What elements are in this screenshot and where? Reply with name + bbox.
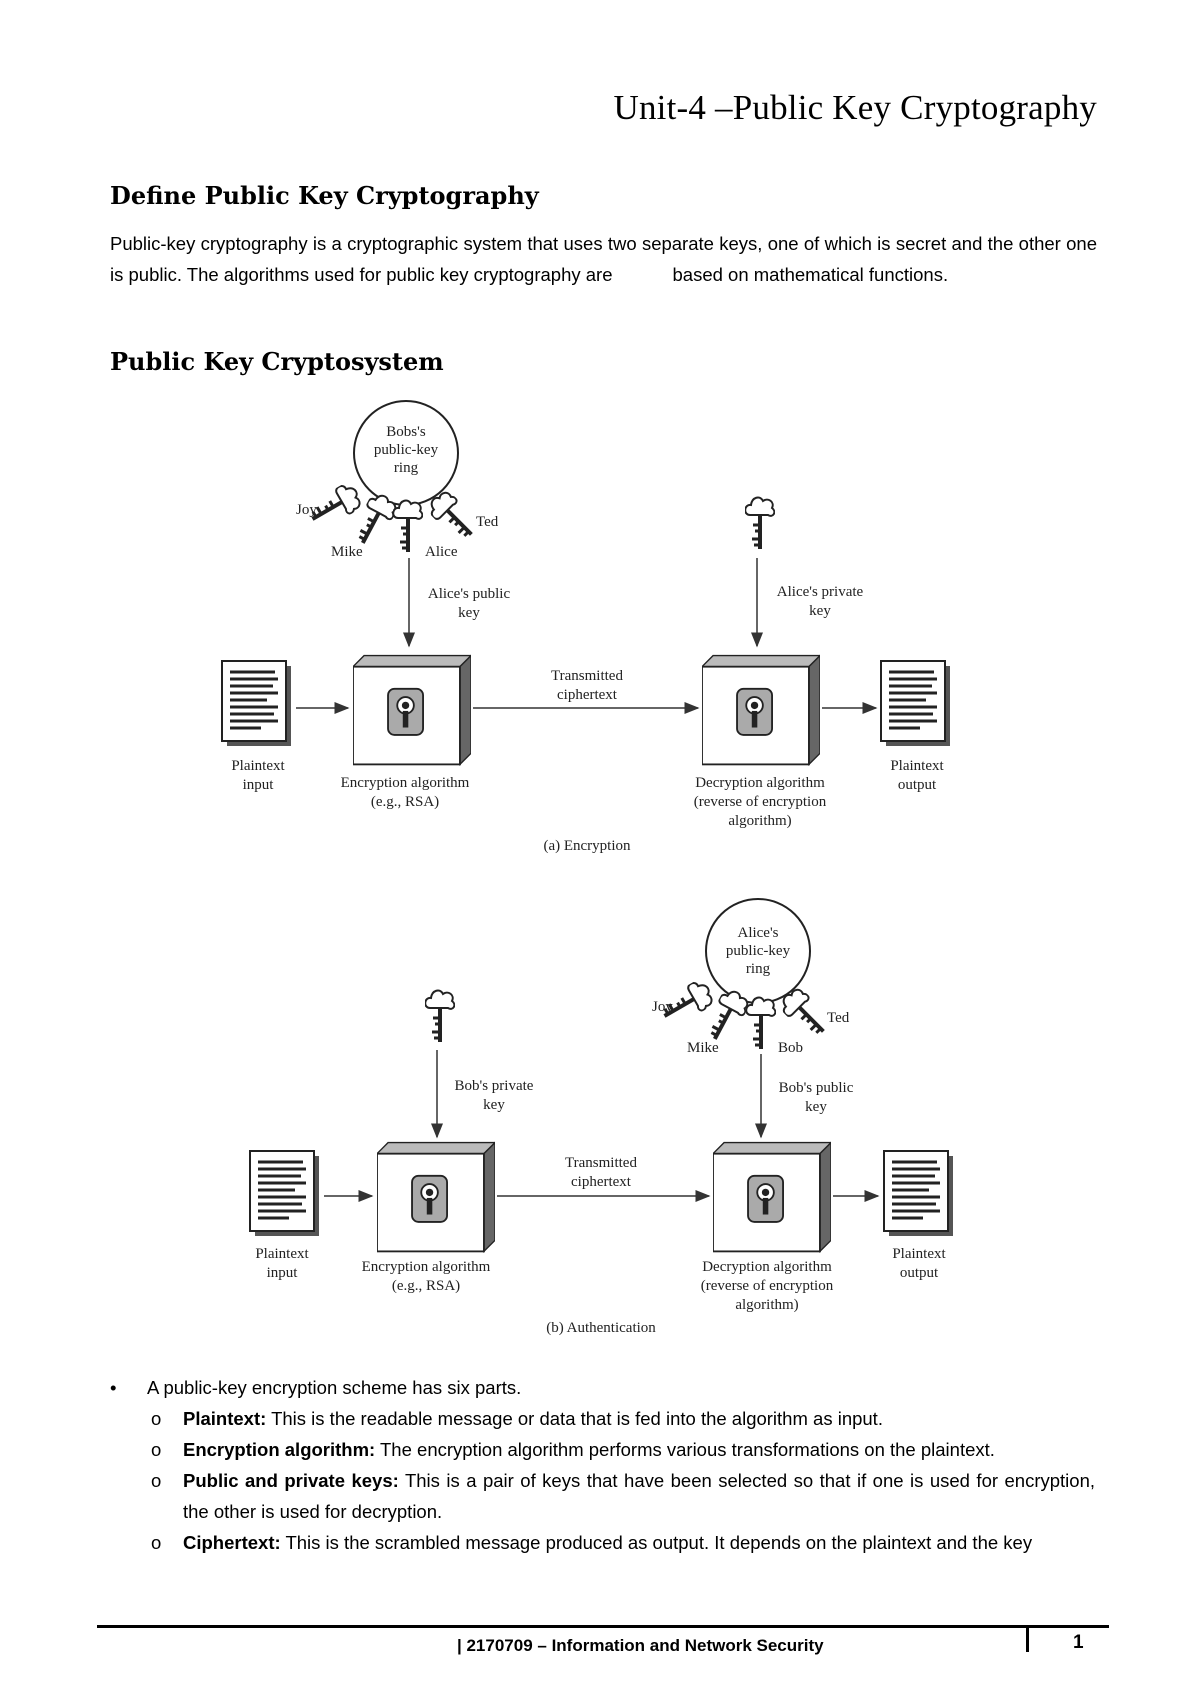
decryption-label-b-1: Decryption algorithm	[702, 1259, 832, 1275]
ring-label-b-2: public-key	[726, 943, 791, 959]
public-key-label-a-1: Alice's public	[428, 586, 511, 602]
scheme-parts-list: • A public-key encryption scheme has six…	[110, 1372, 1095, 1558]
decryption-label-b-3: algorithm)	[735, 1297, 798, 1313]
transmitted-label-b-1: Transmitted	[565, 1155, 637, 1171]
private-key-label-a-1: Alice's private	[777, 584, 864, 600]
page-number: 1	[1073, 1632, 1084, 1653]
private-key-label-b-1: Bob's private	[455, 1078, 534, 1094]
plaintext-input-label-b-1: Plaintext	[255, 1246, 309, 1262]
decryption-box-icon-a	[702, 654, 820, 766]
ring-label-a-1: Bobs's	[386, 424, 426, 440]
caption-b: (b) Authentication	[546, 1320, 656, 1336]
bob-private-key-icon	[425, 988, 455, 1044]
sub-bullet-icon: o	[151, 1408, 162, 1429]
encryption-label-b-1: Encryption algorithm	[362, 1259, 491, 1275]
ring-label-b-1: Alice's	[737, 925, 778, 941]
public-key-label-b-1: Bob's public	[779, 1080, 854, 1096]
term-label: Public and private keys:	[183, 1470, 399, 1491]
footer-separator	[1026, 1628, 1029, 1652]
key-label-joy-b: Joy	[652, 999, 673, 1015]
key-label-mike-b: Mike	[687, 1040, 719, 1056]
bullet-dot-icon: •	[110, 1377, 117, 1398]
plaintext-output-doc-icon-a	[880, 660, 952, 748]
plaintext-output-doc-icon-b	[883, 1150, 955, 1238]
term-label: Plaintext:	[183, 1408, 267, 1429]
term-label: Encryption algorithm:	[183, 1439, 376, 1460]
alice-key-icon	[393, 498, 423, 554]
ring-label-a-2: public-key	[374, 442, 439, 458]
decryption-label-b-2: (reverse of encryption	[701, 1278, 834, 1294]
list-item: o Public and private keys: This is a pai…	[110, 1465, 1095, 1527]
encryption-box-icon-a	[353, 654, 471, 766]
encryption-label-a-2: (e.g., RSA)	[371, 794, 439, 810]
term-description: The encryption algorithm performs variou…	[375, 1439, 995, 1460]
bob-key-icon	[746, 995, 776, 1051]
definition-text-part2: based on mathematical functions.	[672, 264, 949, 285]
list-item-text: A public-key encryption scheme has six p…	[147, 1377, 522, 1398]
transmitted-label-a-1: Transmitted	[551, 668, 623, 684]
ted-key-icon-b	[777, 985, 834, 1042]
private-key-label-b-2: key	[483, 1097, 505, 1113]
sub-bullet-icon: o	[151, 1439, 162, 1460]
plaintext-output-label-a-1: Plaintext	[890, 758, 944, 774]
caption-a: (a) Encryption	[543, 838, 631, 854]
encryption-label-b-2: (e.g., RSA)	[392, 1278, 460, 1294]
list-item: o Encryption algorithm: The encryption a…	[110, 1434, 1095, 1465]
encryption-box-icon-b	[377, 1141, 495, 1253]
section-heading-define: Define Public Key Cryptography	[110, 181, 539, 210]
plaintext-output-label-a-2: output	[898, 777, 937, 793]
sub-bullet-icon: o	[151, 1470, 162, 1491]
public-key-cryptosystem-figure: Bobs's public-key ring Joy Mike Alice Te…	[221, 400, 955, 1336]
public-key-label-a-2: key	[458, 605, 480, 621]
list-item: o Plaintext: This is the readable messag…	[110, 1403, 1095, 1434]
plaintext-input-doc-icon-b	[249, 1150, 321, 1238]
encryption-label-a-1: Encryption algorithm	[341, 775, 470, 791]
term-description: This is the scrambled message produced a…	[280, 1532, 1033, 1553]
footer-divider	[97, 1625, 1109, 1628]
term-description: This is the readable message or data tha…	[266, 1408, 883, 1429]
list-item: • A public-key encryption scheme has six…	[110, 1372, 1095, 1403]
private-key-label-a-2: key	[809, 603, 831, 619]
key-label-alice-a: Alice	[425, 544, 458, 560]
term-description: This is a pair of keys that have been se…	[183, 1470, 1095, 1522]
plaintext-output-label-b-2: output	[900, 1265, 939, 1281]
plaintext-input-doc-icon-a	[221, 660, 293, 748]
decryption-box-icon-b	[713, 1141, 831, 1253]
plaintext-output-label-b-1: Plaintext	[892, 1246, 946, 1262]
key-label-mike-a: Mike	[331, 544, 363, 560]
plaintext-input-label-a-1: Plaintext	[231, 758, 285, 774]
transmitted-label-a-2: ciphertext	[557, 687, 618, 703]
section-heading-cryptosystem: Public Key Cryptosystem	[110, 347, 444, 376]
key-label-ted-a: Ted	[476, 514, 499, 530]
key-label-joy-a: Joy	[296, 502, 317, 518]
key-label-ted-b: Ted	[827, 1010, 850, 1026]
decryption-label-a-1: Decryption algorithm	[695, 775, 825, 791]
plaintext-input-label-a-2: input	[243, 777, 275, 793]
unit-title: Unit-4 –Public Key Cryptography	[613, 88, 1097, 127]
footer-course: | 2170709 – Information and Network Secu…	[457, 1636, 824, 1655]
ring-label-a-3: ring	[394, 460, 419, 476]
definition-paragraph: Public-key cryptography is a cryptograph…	[110, 228, 1097, 290]
definition-text-part1: Public-key cryptography is a cryptograph…	[110, 233, 1097, 285]
term-label: Ciphertext:	[183, 1532, 281, 1553]
plaintext-input-label-b-2: input	[267, 1265, 299, 1281]
ring-label-b-3: ring	[746, 961, 771, 977]
decryption-label-a-2: (reverse of encryption	[694, 794, 827, 810]
key-label-bob-b: Bob	[778, 1040, 803, 1056]
figure-b-authentication: Bob's private key Alice's public-key rin…	[249, 898, 955, 1336]
figure-a-encryption: Bobs's public-key ring Joy Mike Alice Te…	[221, 400, 952, 854]
transmitted-label-b-2: ciphertext	[571, 1174, 632, 1190]
sub-bullet-icon: o	[151, 1532, 162, 1553]
list-item: o Ciphertext: This is the scrambled mess…	[110, 1527, 1095, 1558]
alice-private-key-icon	[745, 495, 775, 551]
public-key-label-b-2: key	[805, 1099, 827, 1115]
decryption-label-a-3: algorithm)	[728, 813, 791, 829]
